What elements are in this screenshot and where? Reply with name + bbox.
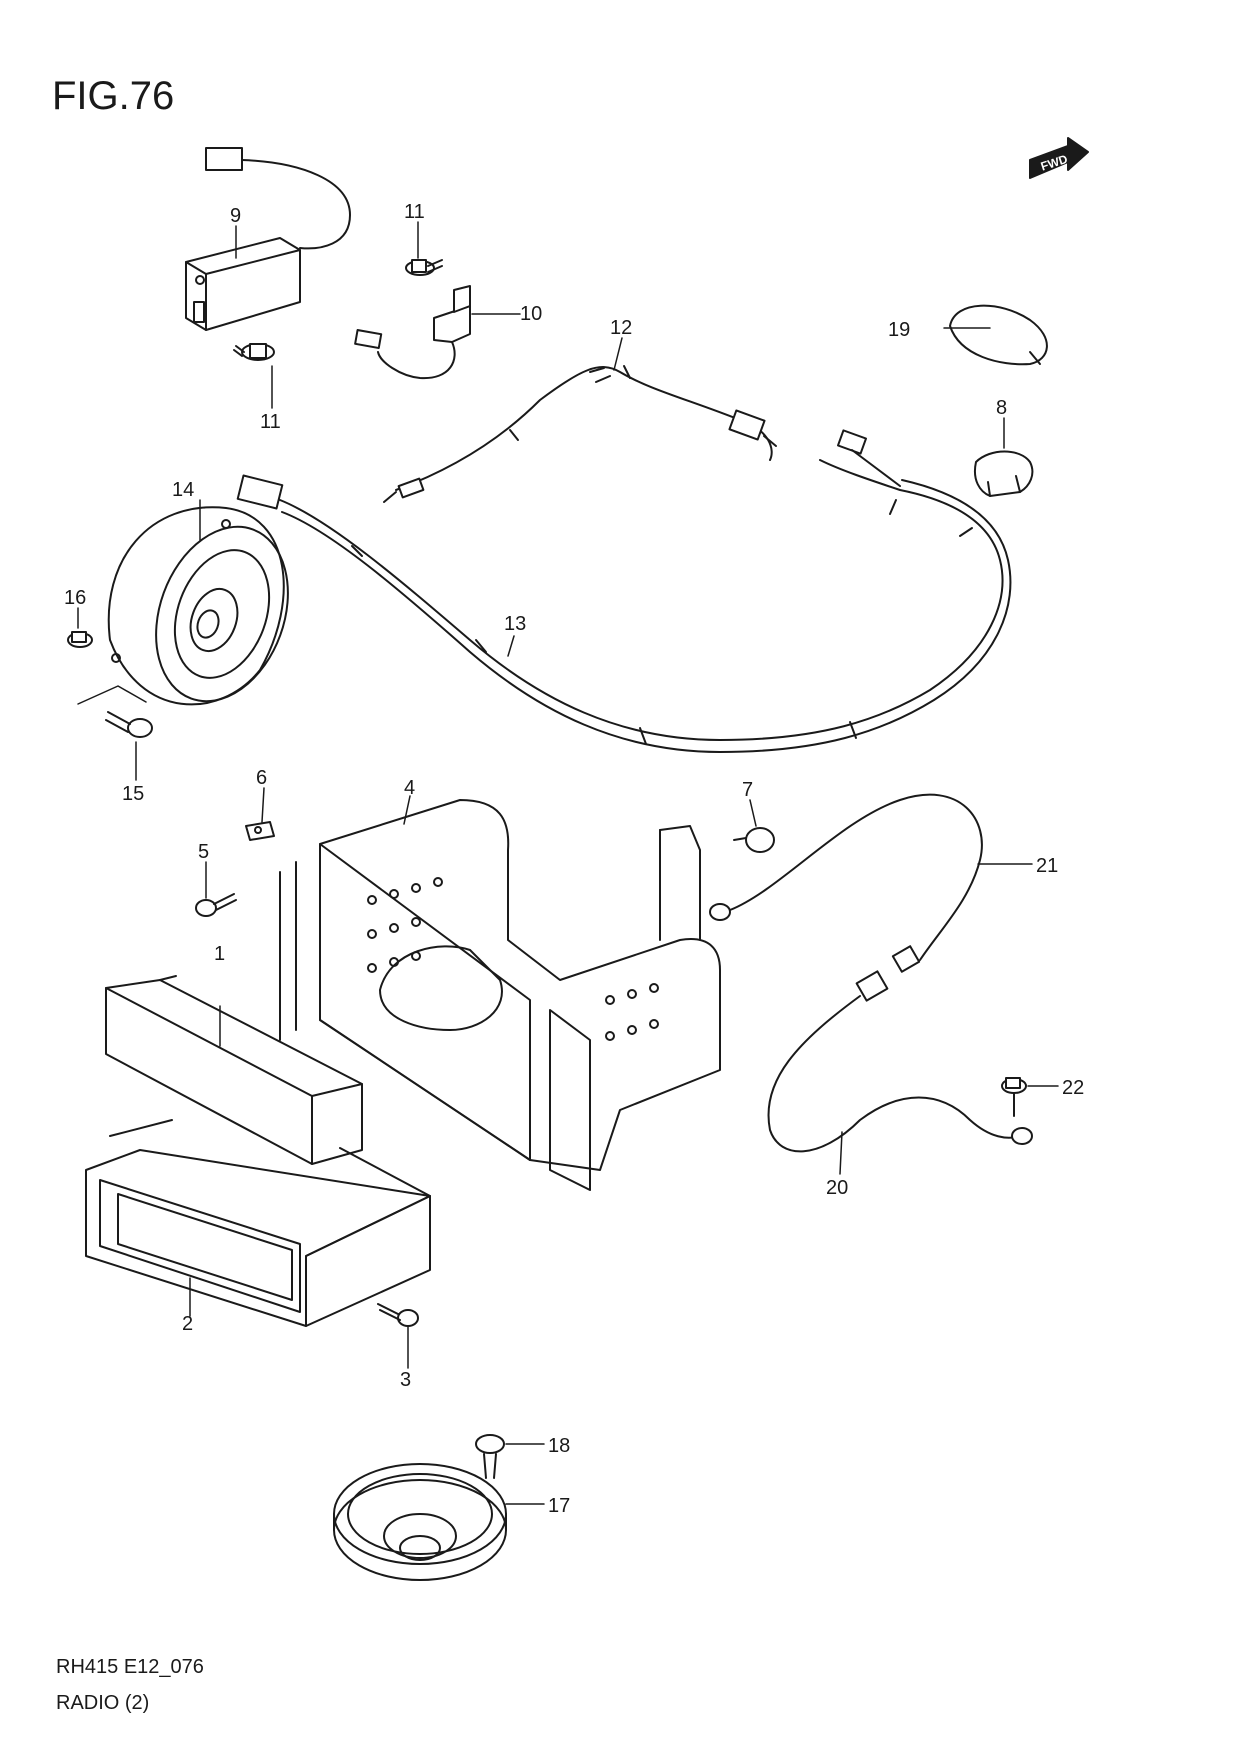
- part-7-grommet: [733, 827, 775, 853]
- callout-2: 2: [182, 1313, 193, 1335]
- part-3-screw: [377, 1303, 419, 1327]
- callout-22: 22: [1062, 1077, 1084, 1099]
- part-12-antenna-cable: [383, 365, 777, 503]
- callout-21: 21: [1036, 855, 1058, 877]
- part-13-harness: [236, 429, 1012, 753]
- part-19-cap: [949, 304, 1048, 366]
- part-11-screw-lower: [233, 343, 275, 361]
- callout-16: 16: [64, 587, 86, 609]
- part-15-screw: [105, 711, 153, 738]
- callout-1: 1: [214, 943, 225, 965]
- callout-10: 10: [520, 303, 542, 325]
- part-16-clip: [67, 631, 93, 648]
- callout-11-upper: 11: [404, 201, 425, 223]
- callout-13: 13: [504, 613, 526, 635]
- part-18-screw: [475, 1434, 505, 1479]
- part-20-cable: [767, 970, 1033, 1153]
- callout-11-lower: 11: [260, 411, 281, 433]
- callout-17: 17: [548, 1495, 570, 1517]
- callout-3: 3: [400, 1369, 411, 1391]
- figure-title: FIG.76: [52, 74, 175, 118]
- callout-15: 15: [122, 783, 144, 805]
- callout-18: 18: [548, 1435, 570, 1457]
- leader-lines: [77, 221, 1059, 1505]
- part-9-module: [185, 147, 351, 331]
- callout-20: 20: [826, 1177, 848, 1199]
- part-1-trim: [105, 975, 363, 1165]
- part-11-bolt-upper: [405, 259, 443, 276]
- part-17-speaker-ring: [333, 1463, 507, 1581]
- callout-8: 8: [996, 397, 1007, 419]
- callout-19: 19: [888, 319, 910, 341]
- callout-14: 14: [172, 479, 194, 501]
- callout-9: 9: [230, 205, 241, 227]
- part-5-screw: [195, 893, 237, 917]
- part-4-bracket: [279, 799, 721, 1191]
- part-2-pocket: [85, 1119, 431, 1327]
- part-6-clip: [245, 821, 275, 841]
- fwd-arrow-icon: FWD: [1029, 137, 1089, 179]
- callout-4: 4: [404, 777, 415, 799]
- part-8-clip: [974, 450, 1034, 497]
- callout-6: 6: [256, 767, 267, 789]
- part-22-bolt: [1001, 1077, 1027, 1117]
- callout-7: 7: [742, 779, 753, 801]
- callout-5: 5: [198, 841, 209, 863]
- part-21-cable: [709, 793, 983, 973]
- part-14-speaker: [107, 506, 289, 706]
- figure-code: RH415 E12_076: [56, 1656, 204, 1678]
- figure-name: RADIO (2): [56, 1692, 150, 1714]
- callout-12: 12: [610, 317, 632, 339]
- part-10-bracket: [354, 285, 471, 380]
